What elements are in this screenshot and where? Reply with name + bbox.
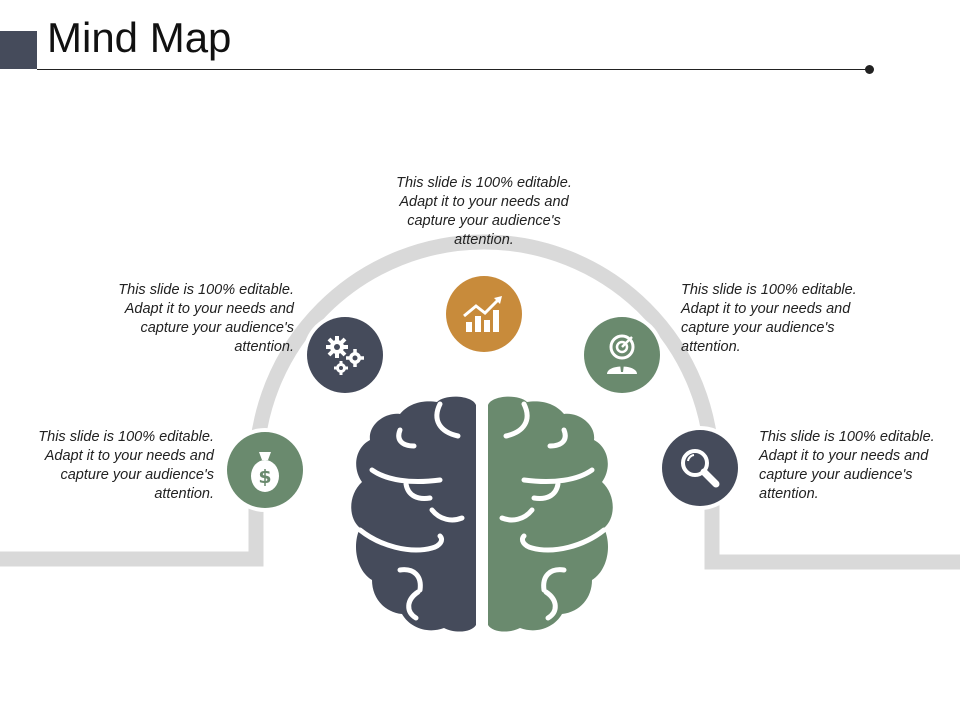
title-underline: [37, 69, 869, 70]
slide-title: Mind Map: [47, 14, 232, 61]
caption-finance: This slide is 100% editable. Adapt it to…: [38, 429, 214, 502]
svg-text:$: $: [258, 466, 271, 488]
brain-right-hemisphere: [488, 396, 613, 632]
caption-goals: This slide is 100% editable. Adapt it to…: [681, 282, 857, 355]
node-goals: [580, 313, 664, 397]
title-accent-block: [0, 31, 37, 69]
magnifier-icon: [681, 449, 720, 488]
node-growth: [442, 272, 526, 356]
node-process: [303, 313, 387, 397]
brain-left-hemisphere: [351, 396, 476, 632]
growth-chart-icon: [463, 296, 502, 332]
node-research: [658, 426, 742, 510]
caption-process: This slide is 100% editable. Adapt it to…: [118, 282, 294, 355]
node-finance: $: [223, 428, 307, 512]
money-bag-icon: $: [251, 452, 279, 492]
title-underline-dot: [865, 65, 874, 74]
caption-research: This slide is 100% editable. Adapt it to…: [759, 429, 935, 502]
connector-track: [0, 234, 960, 570]
gears-icon: [326, 336, 364, 375]
brain-icon: [351, 396, 613, 632]
caption-growth: This slide is 100% editable. Adapt it to…: [396, 175, 572, 248]
target-person-icon: [607, 334, 637, 374]
